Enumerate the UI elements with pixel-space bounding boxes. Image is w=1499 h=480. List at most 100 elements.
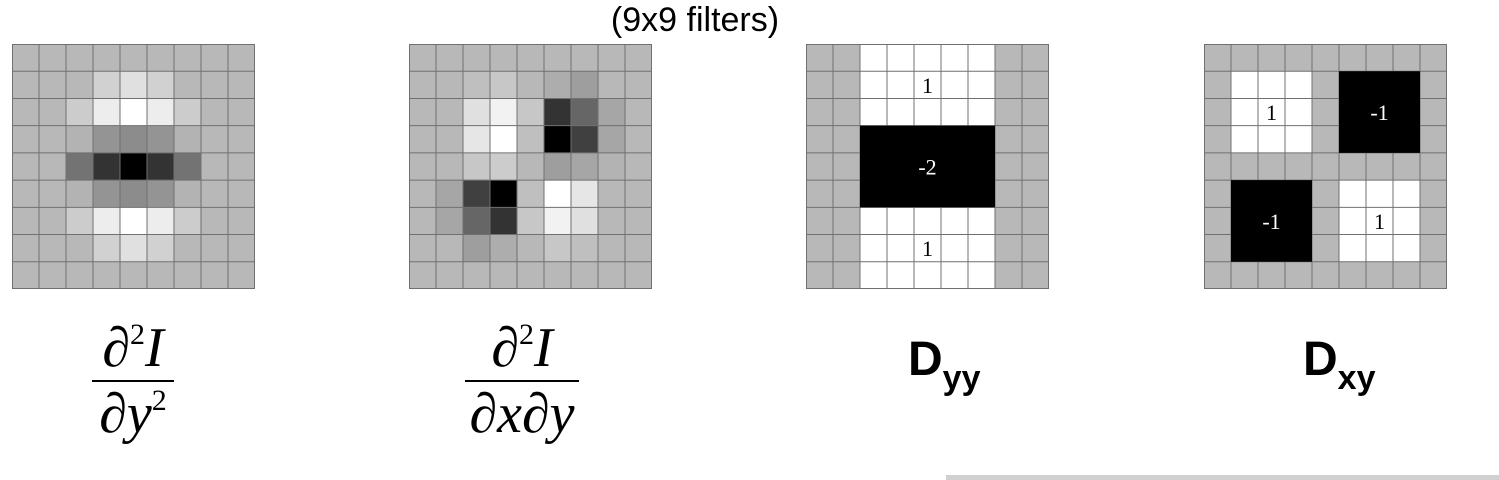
filter-cell: [625, 261, 652, 289]
filter-cell: [860, 261, 888, 289]
filter-cell: [147, 98, 175, 127]
filter-cell: [39, 71, 67, 99]
filter-weight-label: -1: [1262, 209, 1280, 234]
filter-cell: [968, 71, 996, 99]
filter-cell: [806, 98, 834, 127]
filter-cell: [1231, 125, 1259, 154]
filter-cell: [995, 180, 1023, 208]
filter-cell: [66, 125, 94, 154]
filter-cell: [887, 71, 915, 99]
filter-cell: [1393, 180, 1421, 208]
filter-cell: [201, 152, 229, 181]
filter-cell: [39, 207, 67, 236]
filter-cell: [120, 98, 148, 127]
filter-cell: [490, 71, 518, 99]
filter-cell: [436, 234, 464, 263]
filter-cell: [1022, 207, 1049, 236]
filter-cell: [1312, 152, 1340, 181]
filter-cell: [914, 44, 942, 72]
filter-cell: [93, 234, 121, 263]
caption-dxy: Dxy: [1303, 333, 1376, 397]
filter-cell: [968, 98, 996, 127]
filter-cell: [571, 98, 599, 127]
filter-cell: [1393, 207, 1421, 236]
filter-cell: [1420, 71, 1447, 99]
filter-cell: [228, 98, 255, 127]
fraction-denominator: ∂x∂y: [469, 383, 575, 445]
filter-border: [806, 44, 1049, 289]
filter-cell: [1022, 98, 1049, 127]
filter-cell: [39, 44, 67, 72]
filter-cell: [941, 261, 969, 289]
filter-cell: [409, 98, 437, 127]
filter-cell: [490, 261, 518, 289]
filter-cell: [201, 125, 229, 154]
filter-cell: [120, 261, 148, 289]
filter-cell: [490, 207, 518, 236]
filter-cell: [463, 98, 491, 127]
filter-cell: [1393, 44, 1421, 72]
filter-block-negative: [1231, 180, 1312, 262]
filter-cell: [120, 71, 148, 99]
filter-cell: [1022, 71, 1049, 99]
filter-cell: [571, 180, 599, 208]
filter-cell: [1366, 234, 1394, 263]
filter-cell: [571, 71, 599, 99]
filter-cell: [1022, 180, 1049, 208]
filter-cell: [93, 125, 121, 154]
filter-weight-label: -2: [918, 155, 936, 180]
filter-cell: [463, 44, 491, 72]
filter-cell: [39, 180, 67, 208]
caption-dyy: Dyy: [908, 333, 981, 397]
filter-cell: [860, 44, 888, 72]
filter-cell: [625, 98, 652, 127]
filter-cell: [544, 207, 572, 236]
filter-cell: [1420, 44, 1447, 72]
filter-cell: [887, 234, 915, 263]
filter-border: [409, 44, 652, 289]
caption-d2i-dxdy: ∂2I ∂x∂y: [458, 318, 586, 444]
filter-cell: [120, 44, 148, 72]
filter-cell: [1204, 152, 1232, 181]
filter-cell: [1366, 261, 1394, 289]
filter-cell: [463, 261, 491, 289]
filter-cell: [93, 71, 121, 99]
filter-cell: [1420, 98, 1447, 127]
gaussian-second-derivative-xy-filter: [409, 44, 652, 289]
filter-cell: [968, 207, 996, 236]
filter-weight-label: 1: [1266, 100, 1277, 125]
filter-cell: [147, 152, 175, 181]
filter-cell: [887, 261, 915, 289]
filter-cell: [147, 261, 175, 289]
filter-cell: [968, 261, 996, 289]
filter-cell: [517, 125, 545, 154]
box-filter-dyy: 1-21: [806, 44, 1049, 289]
filter-cell: [12, 152, 40, 181]
filter-weight-label: -1: [1370, 100, 1388, 125]
filter-cell: [1366, 207, 1394, 236]
filter-cell: [571, 152, 599, 181]
filter-cell: [544, 234, 572, 263]
filter-cell: [1339, 44, 1367, 72]
filter-cell: [1312, 234, 1340, 263]
filter-cell: [806, 180, 834, 208]
filter-cell: [598, 44, 626, 72]
filter-cell: [120, 234, 148, 263]
filter-cell: [12, 71, 40, 99]
filter-cell: [409, 152, 437, 181]
filter-cell: [1393, 152, 1421, 181]
filter-cell: [39, 234, 67, 263]
filter-cell: [860, 234, 888, 263]
filter-cell: [12, 44, 40, 72]
filter-cell: [598, 125, 626, 154]
filter-cell: [1339, 234, 1367, 263]
filter-cell: [1258, 98, 1286, 127]
filter-cell: [228, 261, 255, 289]
filter-cell: [941, 44, 969, 72]
filter-cell: [833, 44, 861, 72]
filter-cell: [1258, 71, 1286, 99]
filter-cell: [544, 98, 572, 127]
filter-border: [1204, 44, 1447, 289]
filter-cell: [201, 180, 229, 208]
